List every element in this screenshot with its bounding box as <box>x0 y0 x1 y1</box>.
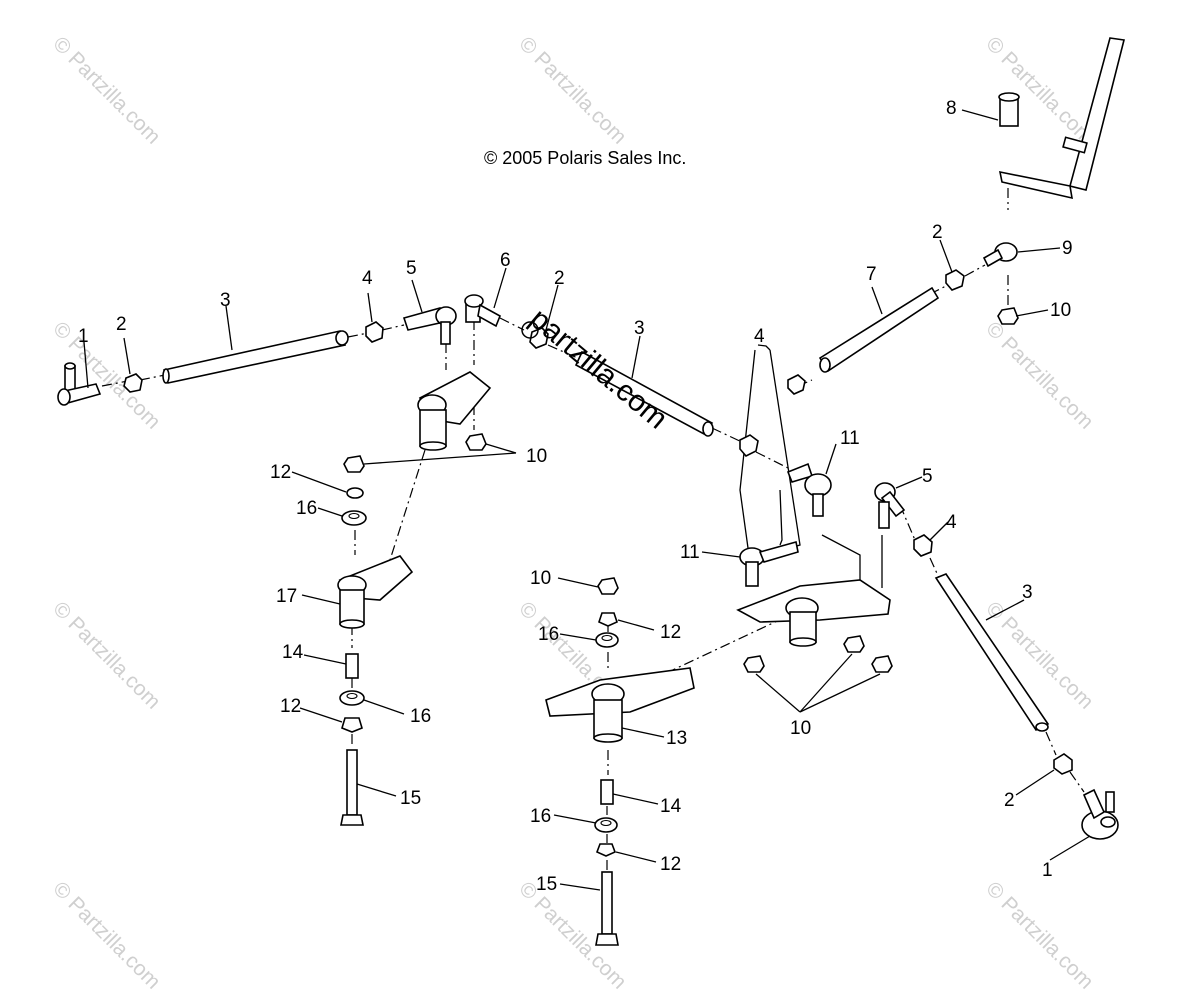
callout-10-left: 10 <box>526 446 547 467</box>
ball-joint-11-lower <box>739 540 799 587</box>
callout-7: 7 <box>866 264 877 285</box>
bushing-14-b <box>600 779 614 805</box>
copyright-notice: © 2005 Polaris Sales Inc. <box>484 148 686 168</box>
washer-12-c <box>598 612 618 627</box>
nut-4-left <box>365 321 384 343</box>
tie-rod-lower-right <box>934 573 1050 732</box>
rod-end-9 <box>982 242 1018 268</box>
washer-12-d <box>595 843 617 857</box>
jam-nut-2-middle <box>529 327 549 349</box>
watermark-circle-icon <box>521 321 539 339</box>
callout-2-lower-right: 2 <box>1004 790 1015 811</box>
ball-joint-11-upper <box>786 462 832 517</box>
center-bracket <box>736 579 891 647</box>
callout-17: 17 <box>276 586 297 607</box>
lock-nut-10-b <box>465 433 487 451</box>
watermark-bottom-right: © Partzilla.com <box>981 877 1097 993</box>
callout-1-right: 1 <box>1042 860 1053 881</box>
watermark-top-right: © Partzilla.com <box>981 32 1097 148</box>
lock-nut-10-f <box>843 635 865 653</box>
callout-1-left: 1 <box>78 326 89 347</box>
washer-16-c-hole <box>601 634 613 642</box>
callout-9: 9 <box>1062 238 1073 259</box>
tie-rod-middle <box>574 350 714 437</box>
callout-numbers: 1 1 2 2 2 2 3 3 3 4 4 4 5 5 6 7 8 9 10 1… <box>78 98 1073 895</box>
lock-nut-10-c <box>997 307 1019 325</box>
callout-5-lower: 5 <box>922 466 933 487</box>
callout-3-left: 3 <box>220 290 231 311</box>
watermark-mid-right: © Partzilla.com <box>981 317 1097 433</box>
callout-5-upper: 5 <box>406 258 417 279</box>
callout-10-right: 10 <box>1050 300 1071 321</box>
callout-14-b: 14 <box>660 796 682 817</box>
rod-end-right <box>1081 788 1119 840</box>
callout-10-center: 10 <box>530 568 551 589</box>
callout-16-b: 16 <box>538 624 559 645</box>
idler-arm-13 <box>545 667 695 743</box>
parts <box>57 37 1125 946</box>
callout-12-c: 12 <box>280 696 301 717</box>
callout-4-middle: 4 <box>754 326 765 347</box>
bolt-15-b <box>595 871 619 946</box>
steering-shaft-arm <box>998 37 1125 200</box>
ball-joint-5-upper <box>402 306 457 345</box>
watermark-top-center: © Partzilla.com <box>514 32 630 148</box>
tie-rod-left <box>162 330 349 384</box>
washer-16-d-hole <box>600 819 612 827</box>
lock-nut-10-e <box>743 655 765 673</box>
idler-arm-17 <box>337 555 414 629</box>
bolt-8 <box>998 92 1020 127</box>
callout-8: 8 <box>946 98 957 119</box>
callout-6: 6 <box>500 250 511 271</box>
callout-3-lower-right: 3 <box>1022 582 1033 603</box>
washer-16-a-hole <box>348 512 360 520</box>
watermark-top-left: © Partzilla.com <box>48 32 164 148</box>
center-watermark: partzilla.com <box>524 302 674 436</box>
jam-nut-2-upper-right <box>945 269 965 291</box>
ball-joint-6 <box>464 294 502 328</box>
jam-nut-2-left <box>123 373 143 393</box>
lock-nut-10-d <box>597 577 619 595</box>
washer-12-a <box>346 487 364 499</box>
jam-nut-2-lower-right <box>1053 753 1073 775</box>
watermarks: © Partzilla.com © Partzilla.com © Partzi… <box>48 32 1097 993</box>
callout-11-upper: 11 <box>840 428 860 449</box>
callout-13: 13 <box>666 728 687 749</box>
callout-2-upper-right: 2 <box>932 222 943 243</box>
bushing-14-a <box>345 653 359 679</box>
callout-15-a: 15 <box>400 788 421 809</box>
callout-14-a: 14 <box>282 642 304 663</box>
nut-4-upper <box>787 374 806 395</box>
callout-16-a: 16 <box>296 498 317 519</box>
callout-12-b: 12 <box>660 622 681 643</box>
callout-15-b: 15 <box>536 874 557 895</box>
callout-4-lower-right: 4 <box>946 512 957 533</box>
washer-16-b-hole <box>346 692 358 700</box>
lock-nut-10-a <box>343 455 365 473</box>
bolt-15-a <box>340 749 364 826</box>
callout-12-a: 12 <box>270 462 291 483</box>
washer-12-b <box>341 717 363 733</box>
ball-joint-5-lower <box>874 482 906 529</box>
callout-11-lower: 11 <box>680 542 700 563</box>
nut-4-middle <box>739 434 759 457</box>
callout-10-bracket: 10 <box>790 718 811 739</box>
callout-3-middle: 3 <box>634 318 645 339</box>
callout-2-left: 2 <box>116 314 127 335</box>
lock-nut-10-g <box>871 655 893 673</box>
callout-2-middle: 2 <box>554 268 565 289</box>
tie-rod-upper-right <box>818 286 940 373</box>
alignment-lines <box>101 188 1085 870</box>
rod-end-left <box>57 362 102 406</box>
leader-lines <box>83 109 1091 891</box>
callout-12-d: 12 <box>660 854 681 875</box>
nut-4-lower-right <box>913 534 933 557</box>
watermark-bottom-left: © Partzilla.com <box>48 877 164 993</box>
callout-16-c: 16 <box>410 706 431 727</box>
watermark-low-left: © Partzilla.com <box>48 597 164 713</box>
callout-4-left: 4 <box>362 268 373 289</box>
idler-arm-upper-left <box>417 371 492 451</box>
callout-16-d: 16 <box>530 806 551 827</box>
